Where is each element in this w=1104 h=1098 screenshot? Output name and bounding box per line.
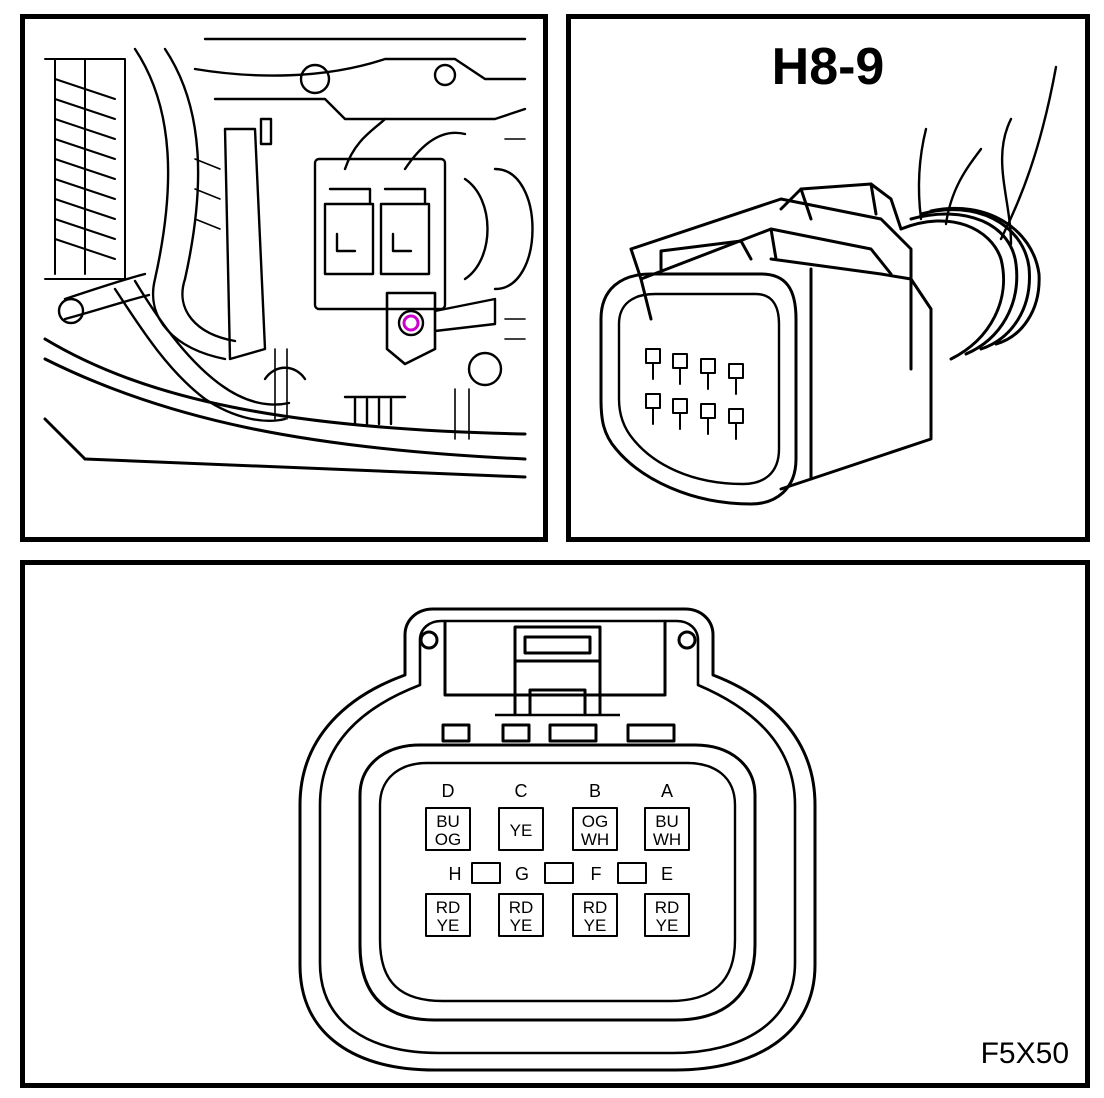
wire-color-1: BU bbox=[655, 812, 679, 831]
wire-color-2: YE bbox=[656, 916, 679, 935]
pin-g: G RD YE bbox=[498, 864, 544, 937]
engine-location-panel bbox=[20, 14, 548, 542]
pin-h: H RD YE bbox=[425, 864, 471, 937]
wire-color-2: YE bbox=[584, 916, 607, 935]
pin-letter: H bbox=[449, 864, 462, 884]
wire-color-1: OG bbox=[582, 812, 608, 831]
connector-perspective-drawing bbox=[599, 65, 1058, 506]
wire-color-1: YE bbox=[510, 821, 533, 840]
wire-color-1: RD bbox=[509, 898, 534, 917]
wire-color-1: RD bbox=[436, 898, 461, 917]
pin-c: C YE bbox=[498, 781, 544, 851]
pin-letter: A bbox=[661, 781, 673, 801]
pin-row-bottom: H RD YE G RD YE F RD YE E RD YE bbox=[425, 864, 690, 937]
wire-color-1: RD bbox=[583, 898, 608, 917]
engine-location-drawing bbox=[43, 37, 534, 479]
connector-face-drawing: D BU OG C YE B OG WH A BU WH bbox=[298, 607, 817, 1072]
pin-d: D BU OG bbox=[425, 781, 471, 851]
connector-perspective-panel: H8-9 bbox=[566, 14, 1090, 542]
pin-letter: G bbox=[515, 864, 529, 884]
location-marker-icon bbox=[402, 314, 420, 332]
pin-letter: E bbox=[661, 864, 673, 884]
figure-code: F5X50 bbox=[980, 1037, 1069, 1070]
pin-b: B OG WH bbox=[572, 781, 618, 851]
wire-color-2: WH bbox=[653, 830, 681, 849]
connector-face-panel: D BU OG C YE B OG WH A BU WH bbox=[20, 560, 1090, 1088]
wire-color-1: BU bbox=[436, 812, 460, 831]
wire-color-2: WH bbox=[581, 830, 609, 849]
pin-e: E RD YE bbox=[644, 864, 690, 937]
pin-row-top: D BU OG C YE B OG WH A BU WH bbox=[425, 781, 690, 851]
wire-color-2: OG bbox=[435, 830, 461, 849]
wire-color-1: RD bbox=[655, 898, 680, 917]
pin-letter: C bbox=[515, 781, 528, 801]
pin-letter: D bbox=[442, 781, 455, 801]
wire-color-2: YE bbox=[437, 916, 460, 935]
connector-id-title: H8-9 bbox=[771, 38, 885, 96]
pin-a: A BU WH bbox=[644, 781, 690, 851]
pin-f: F RD YE bbox=[572, 864, 618, 937]
wire-color-2: YE bbox=[510, 916, 533, 935]
pin-letter: F bbox=[591, 864, 602, 884]
pin-letter: B bbox=[589, 781, 601, 801]
